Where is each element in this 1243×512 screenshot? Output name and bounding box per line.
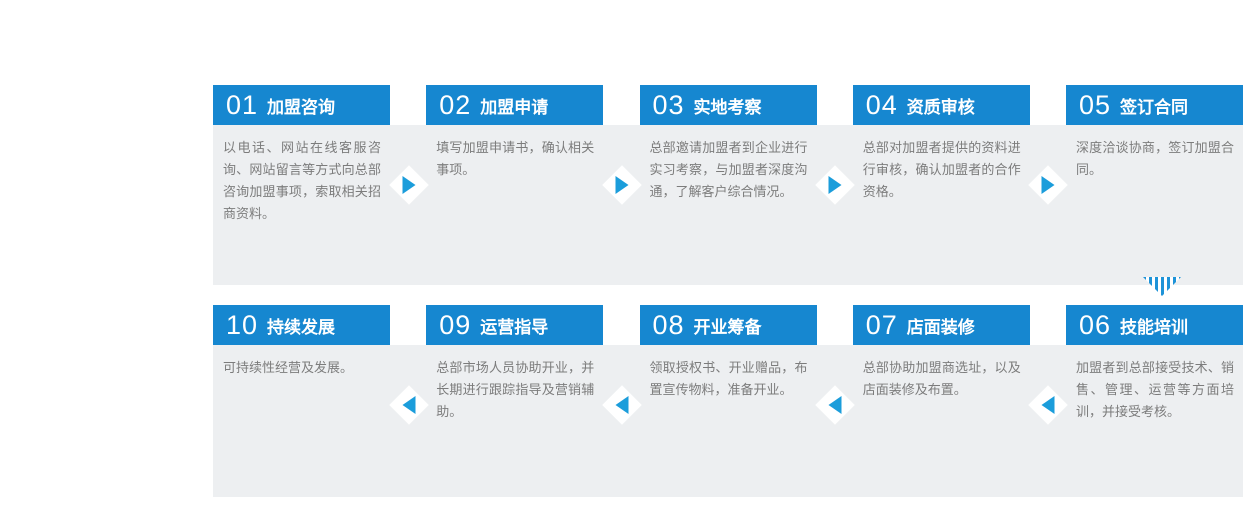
step-header: 06 技能培训 <box>1066 305 1243 345</box>
step-description: 加盟者到总部接受技术、销售、管理、运营等方面培训，并接受考核。 <box>1076 360 1234 419</box>
step-header: 10 持续发展 <box>213 305 390 345</box>
step-number: 01 <box>226 89 259 120</box>
step-title: 签订合同 <box>1120 97 1189 117</box>
step-description: 总部协助加盟商选址，以及店面装修及布置。 <box>862 360 1021 397</box>
description-panel-background <box>213 345 1243 497</box>
step-header: 09 运营指导 <box>426 305 604 345</box>
arrow-left-icon <box>1026 383 1070 427</box>
step-number: 10 <box>226 309 259 340</box>
triangle-left-icon <box>1041 396 1055 414</box>
step-title: 开业筹备 <box>693 317 762 337</box>
step-header: 04 资质审核 <box>852 85 1030 125</box>
triangle-right-icon <box>402 176 416 194</box>
arrow-right-icon <box>813 163 857 207</box>
step-description: 可持续性经营及发展。 <box>223 360 354 375</box>
step-number: 04 <box>865 89 898 120</box>
step-card-01: 01 加盟咨询 以电话、网站在线客服咨询、网站留言等方式向总部咨询加盟事项，索取… <box>213 85 390 285</box>
step-header: 07 店面装修 <box>852 305 1030 345</box>
arrow-right-icon <box>387 163 431 207</box>
step-card-03: 03 实地考察 总部邀请加盟者到企业进行实习考察，与加盟者深度沟通，了解客户综合… <box>639 85 817 285</box>
step-card-08: 08 开业筹备 领取授权书、开业赠品，布置宣传物料，准备开业。 <box>639 305 817 497</box>
arrow-left-icon <box>387 383 431 427</box>
step-description: 总部邀请加盟者到企业进行实习考察，与加盟者深度沟通，了解客户综合情况。 <box>649 140 808 199</box>
step-card-07: 07 店面装修 总部协助加盟商选址，以及店面装修及布置。 <box>852 305 1030 497</box>
flow-row-top: 01 加盟咨询 以电话、网站在线客服咨询、网站留言等方式向总部咨询加盟事项，索取… <box>213 85 1243 285</box>
arrow-right-icon <box>1026 163 1070 207</box>
step-number: 02 <box>439 89 472 120</box>
step-number: 03 <box>652 89 685 120</box>
triangle-left-icon <box>402 396 416 414</box>
step-title: 运营指导 <box>480 317 549 337</box>
triangle-left-icon <box>828 396 842 414</box>
triangle-left-icon <box>615 396 629 414</box>
step-title: 资质审核 <box>906 97 975 117</box>
step-description: 深度洽谈协商，签订加盟合同。 <box>1076 140 1234 177</box>
description-panel-background <box>213 125 1243 285</box>
arrow-right-icon <box>600 163 644 207</box>
step-header: 05 签订合同 <box>1066 85 1243 125</box>
step-description: 领取授权书、开业赠品，布置宣传物料，准备开业。 <box>649 360 808 397</box>
step-card-06: 06 技能培训 加盟者到总部接受技术、销售、管理、运营等方面培训，并接受考核。 <box>1066 305 1243 497</box>
step-number: 05 <box>1079 89 1112 120</box>
step-number: 08 <box>652 309 685 340</box>
step-title: 技能培训 <box>1120 317 1189 337</box>
step-header: 02 加盟申请 <box>426 85 604 125</box>
step-card-02: 02 加盟申请 填写加盟申请书，确认相关事项。 <box>426 85 604 285</box>
step-title: 店面装修 <box>906 317 975 337</box>
arrow-left-icon <box>600 383 644 427</box>
step-card-09: 09 运营指导 总部市场人员协助开业，并长期进行跟踪指导及营销辅助。 <box>426 305 604 497</box>
step-title: 持续发展 <box>267 317 336 337</box>
step-header: 01 加盟咨询 <box>213 85 390 125</box>
step-header: 03 实地考察 <box>639 85 817 125</box>
step-card-10: 10 持续发展 可持续性经营及发展。 <box>213 305 390 497</box>
step-title: 实地考察 <box>693 97 762 117</box>
triangle-right-icon <box>1041 176 1055 194</box>
triangle-right-icon <box>615 176 629 194</box>
step-number: 06 <box>1079 309 1112 340</box>
step-number: 09 <box>439 309 472 340</box>
step-title: 加盟申请 <box>480 97 549 117</box>
step-header: 08 开业筹备 <box>639 305 817 345</box>
flow-row-bottom: 10 持续发展 可持续性经营及发展。 09 运营指导 总部市场人员协助开业，并长… <box>213 305 1243 497</box>
step-description: 总部对加盟者提供的资料进行审核，确认加盟者的合作资格。 <box>862 140 1021 199</box>
step-card-04: 04 资质审核 总部对加盟者提供的资料进行审核，确认加盟者的合作资格。 <box>852 85 1030 285</box>
step-title: 加盟咨询 <box>267 97 336 117</box>
step-card-05: 05 签订合同 深度洽谈协商，签订加盟合同。 <box>1066 85 1243 285</box>
arrow-left-icon <box>813 383 857 427</box>
step-description: 总部市场人员协助开业，并长期进行跟踪指导及营销辅助。 <box>436 360 595 419</box>
step-description: 以电话、网站在线客服咨询、网站留言等方式向总部咨询加盟事项，索取相关招商资料。 <box>223 140 381 221</box>
arrow-down-icon <box>1143 277 1181 296</box>
triangle-right-icon <box>828 176 842 194</box>
step-description: 填写加盟申请书，确认相关事项。 <box>436 140 595 177</box>
step-number: 07 <box>865 309 898 340</box>
